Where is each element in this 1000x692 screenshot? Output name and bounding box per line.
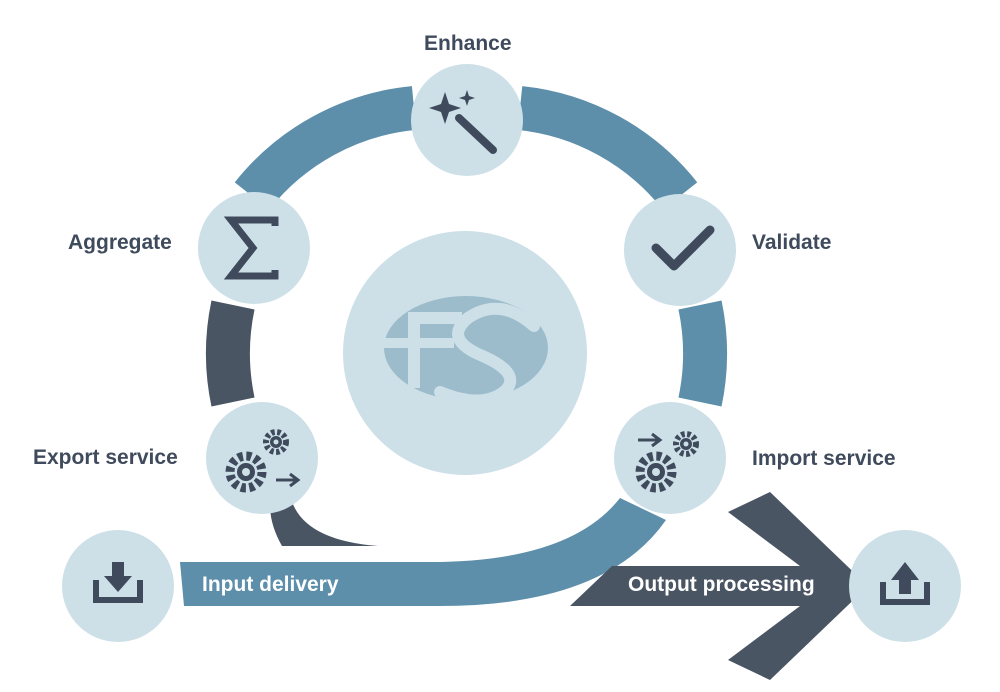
upload-tray-icon bbox=[880, 562, 930, 605]
node-export-service-circle bbox=[206, 402, 318, 514]
ring-arc-export-input bbox=[270, 495, 378, 546]
label-import-service: Import service bbox=[752, 447, 896, 470]
ring-arc-aggregate-enhance bbox=[234, 86, 417, 210]
node-validate-circle bbox=[624, 194, 736, 306]
label-output-processing: Output processing bbox=[628, 573, 815, 596]
ring-arc-validate-import bbox=[678, 300, 728, 407]
fs-logo-s-curve bbox=[434, 302, 540, 407]
node-export-service[interactable] bbox=[206, 402, 318, 514]
fs-logo-f-mid bbox=[384, 338, 454, 348]
ring-arc-enhance-validate bbox=[517, 86, 698, 210]
fs-logo bbox=[384, 296, 548, 407]
gears-arrow-out-icon bbox=[225, 429, 301, 493]
node-import-service[interactable] bbox=[614, 402, 726, 514]
fs-logo-f-top bbox=[408, 312, 462, 324]
output-processing-arrow bbox=[570, 492, 868, 680]
magic-wand-icon bbox=[429, 90, 497, 154]
fs-logo-f-stem bbox=[408, 312, 420, 388]
checkmark-icon bbox=[651, 225, 715, 271]
node-aggregate[interactable] bbox=[198, 192, 310, 304]
node-output-processing[interactable] bbox=[849, 530, 961, 642]
label-aggregate: Aggregate bbox=[68, 231, 172, 254]
node-enhance[interactable] bbox=[411, 64, 523, 176]
label-input-delivery: Input delivery bbox=[202, 573, 339, 596]
label-export-service: Export service bbox=[33, 446, 178, 469]
node-validate[interactable] bbox=[624, 194, 736, 306]
node-input-delivery[interactable] bbox=[62, 530, 174, 642]
gears-arrow-in-icon bbox=[635, 431, 699, 493]
ring-arc-aggregate-export bbox=[205, 300, 255, 407]
label-validate: Validate bbox=[752, 231, 832, 254]
label-enhance: Enhance bbox=[424, 32, 512, 55]
sigma-icon bbox=[223, 216, 279, 280]
download-tray-icon bbox=[93, 562, 143, 603]
input-delivery-band bbox=[180, 498, 666, 606]
node-enhance-circle bbox=[411, 64, 523, 176]
